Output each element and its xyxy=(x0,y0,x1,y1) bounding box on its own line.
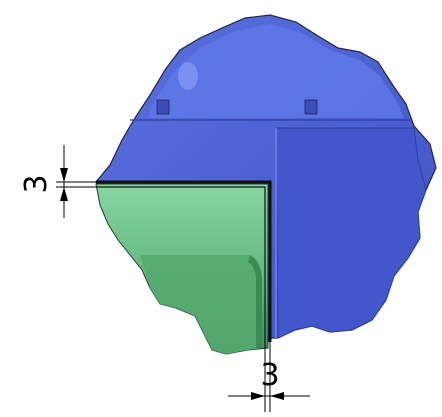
highlight-ellipse xyxy=(178,62,198,90)
green-fillet xyxy=(248,255,262,348)
blue-top-face xyxy=(150,24,404,118)
dim-arrow-up xyxy=(60,187,68,201)
dim-arrow-down xyxy=(60,168,68,182)
dim-arrow-left xyxy=(270,392,284,400)
gap-outline xyxy=(96,180,272,342)
gap-outline-inner xyxy=(96,186,266,342)
blue-right-block xyxy=(275,127,427,339)
dim-arrow-right xyxy=(251,392,265,400)
bolt-right xyxy=(304,99,318,115)
green-lower-face xyxy=(140,255,262,354)
bolt-left xyxy=(156,99,170,115)
dim-label-bottom: 3 xyxy=(260,358,279,393)
dim-label-left: 3 xyxy=(19,174,54,193)
